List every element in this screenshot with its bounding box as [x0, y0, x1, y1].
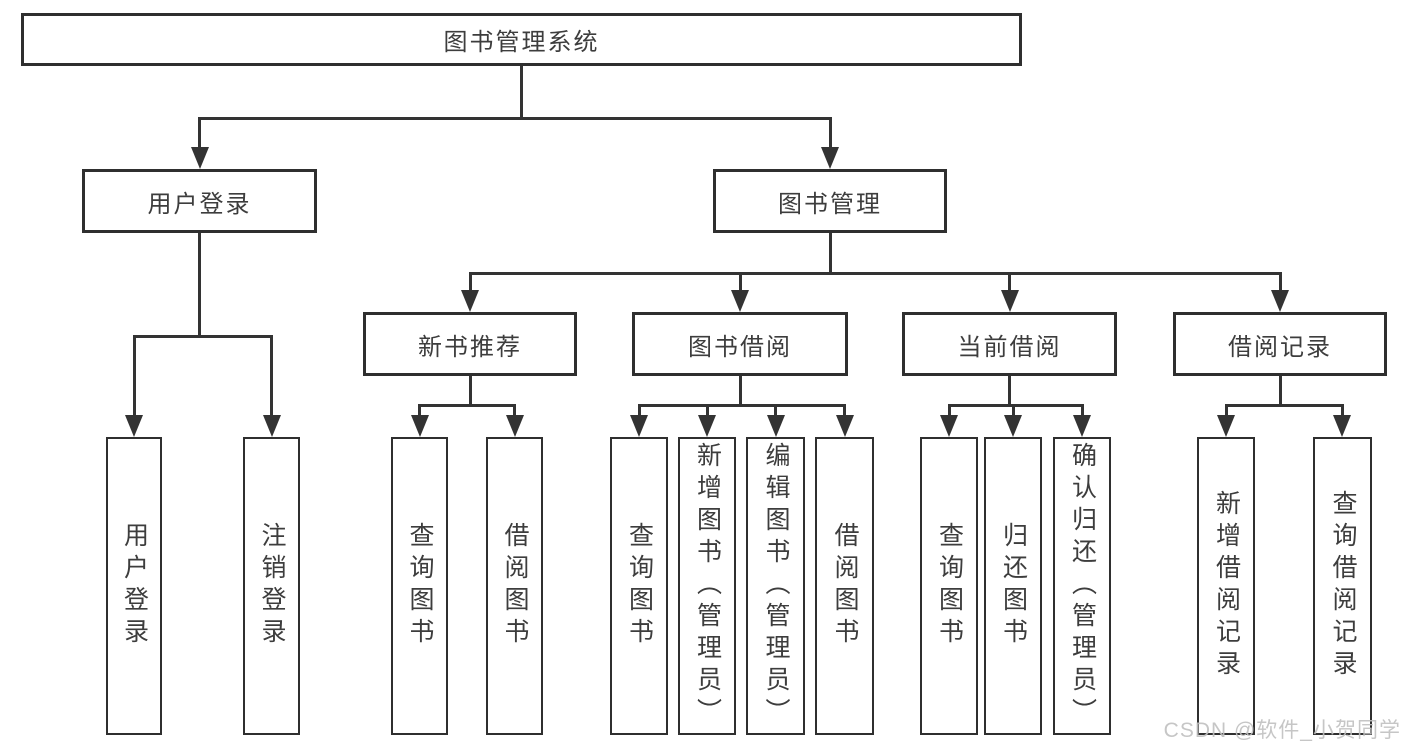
arrow-down-icon: [630, 415, 648, 437]
arrow-down-icon: [410, 415, 429, 437]
connector-vline: [1224, 404, 1228, 419]
connector-vline: [828, 231, 832, 275]
connector-hline: [132, 334, 273, 338]
leaf-return-books: 归还图书: [984, 437, 1042, 735]
connector-vline: [513, 404, 516, 419]
connector-hline: [637, 403, 846, 407]
arrow-down-icon: [821, 147, 839, 169]
leaf-logout: 注销登录: [243, 437, 300, 735]
node-new-book-recommend: 新书推荐: [363, 312, 577, 376]
arrow-down-icon: [505, 415, 524, 437]
arrow-down-icon: [1333, 415, 1351, 437]
node-book-management: 图书管理: [713, 169, 947, 233]
leaf-label: 借阅图书: [501, 522, 529, 650]
connector-vline: [198, 231, 201, 338]
node-book-borrow: 图书借阅: [632, 312, 848, 376]
leaf-user-login: 用户登录: [106, 437, 162, 735]
node-label: 新书推荐: [418, 333, 522, 361]
leaf-label: 查询图书: [625, 522, 654, 650]
arrow-down-icon: [698, 415, 716, 437]
connector-hline: [947, 403, 1084, 407]
leaf-label: 新增图书（管理员）: [693, 442, 722, 730]
connector-vline: [1008, 374, 1011, 407]
node-borrow-records: 借阅记录: [1173, 312, 1387, 376]
arrow-down-icon: [731, 290, 749, 312]
leaf-query-books-3: 查询图书: [920, 437, 978, 735]
arrow-down-icon: [1217, 415, 1235, 437]
connector-vline: [738, 374, 742, 407]
arrow-down-icon: [1004, 415, 1022, 437]
node-label: 借阅记录: [1228, 333, 1332, 361]
leaf-query-borrow-record: 查询借阅记录: [1313, 437, 1372, 735]
arrow-down-icon: [262, 415, 281, 437]
node-label: 用户登录: [147, 190, 252, 218]
leaf-label: 确认归还（管理员）: [1068, 442, 1097, 730]
connector-vline: [738, 272, 742, 294]
arrow-down-icon: [766, 415, 785, 437]
arrow-down-icon: [940, 415, 958, 437]
leaf-label: 归还图书: [999, 522, 1028, 650]
leaf-label: 查询图书: [935, 522, 964, 650]
arrow-down-icon: [1000, 290, 1019, 312]
connector-vline: [1340, 404, 1344, 419]
connector-vline: [1278, 272, 1282, 294]
connector-vline: [132, 335, 136, 419]
connector-vline: [418, 404, 421, 419]
leaf-label: 编辑图书（管理员）: [762, 442, 790, 730]
connector-vline: [468, 272, 472, 294]
connector-vline: [1011, 404, 1015, 419]
node-book-management-system: 图书管理系统: [21, 13, 1022, 66]
node-label: 图书借阅: [688, 333, 792, 361]
node-current-borrow: 当前借阅: [902, 312, 1117, 376]
leaf-label: 查询图书: [406, 522, 434, 650]
connector-vline: [270, 335, 273, 419]
leaf-borrow-books-2: 借阅图书: [815, 437, 874, 735]
connector-vline: [843, 404, 846, 419]
leaf-label: 用户登录: [120, 522, 149, 650]
leaf-label: 查询借阅记录: [1329, 490, 1357, 682]
node-label: 图书管理: [778, 190, 882, 218]
connector-vline: [1080, 404, 1084, 419]
node-label: 图书管理系统: [443, 29, 600, 56]
leaf-edit-books-admin: 编辑图书（管理员）: [746, 437, 805, 735]
leaf-label: 借阅图书: [831, 522, 859, 650]
node-user-login: 用户登录: [82, 169, 317, 233]
leaf-label: 注销登录: [258, 522, 286, 650]
connector-hline: [1224, 403, 1344, 407]
arrow-down-icon: [190, 147, 209, 169]
connector-vline: [468, 374, 472, 407]
leaf-borrow-books-1: 借阅图书: [486, 437, 543, 735]
connector-vline: [705, 404, 709, 419]
arrow-down-icon: [835, 415, 854, 437]
connector-vline: [947, 404, 951, 419]
node-label: 当前借阅: [957, 333, 1062, 361]
connector-hline: [418, 403, 516, 407]
connector-hline: [468, 271, 1282, 275]
leaf-add-books-admin: 新增图书（管理员）: [678, 437, 736, 735]
leaf-confirm-return-admin: 确认归还（管理员）: [1053, 437, 1111, 735]
leaf-add-borrow-record: 新增借阅记录: [1197, 437, 1255, 735]
leaf-query-books-1: 查询图书: [391, 437, 448, 735]
connector-hline: [198, 116, 832, 120]
arrow-down-icon: [1271, 290, 1289, 312]
connector-vline: [1278, 374, 1282, 407]
csdn-watermark: CSDN @软件_小贺同学: [1163, 719, 1401, 742]
connector-vline: [520, 64, 523, 120]
arrow-down-icon: [125, 415, 143, 437]
connector-vline: [828, 117, 832, 151]
leaf-label: 新增借阅记录: [1212, 490, 1241, 682]
arrow-down-icon: [1073, 415, 1091, 437]
connector-vline: [198, 117, 201, 151]
connector-vline: [1008, 272, 1011, 294]
leaf-query-books-2: 查询图书: [610, 437, 668, 735]
arrow-down-icon: [461, 290, 479, 312]
connector-vline: [637, 404, 641, 419]
connector-vline: [774, 404, 777, 419]
